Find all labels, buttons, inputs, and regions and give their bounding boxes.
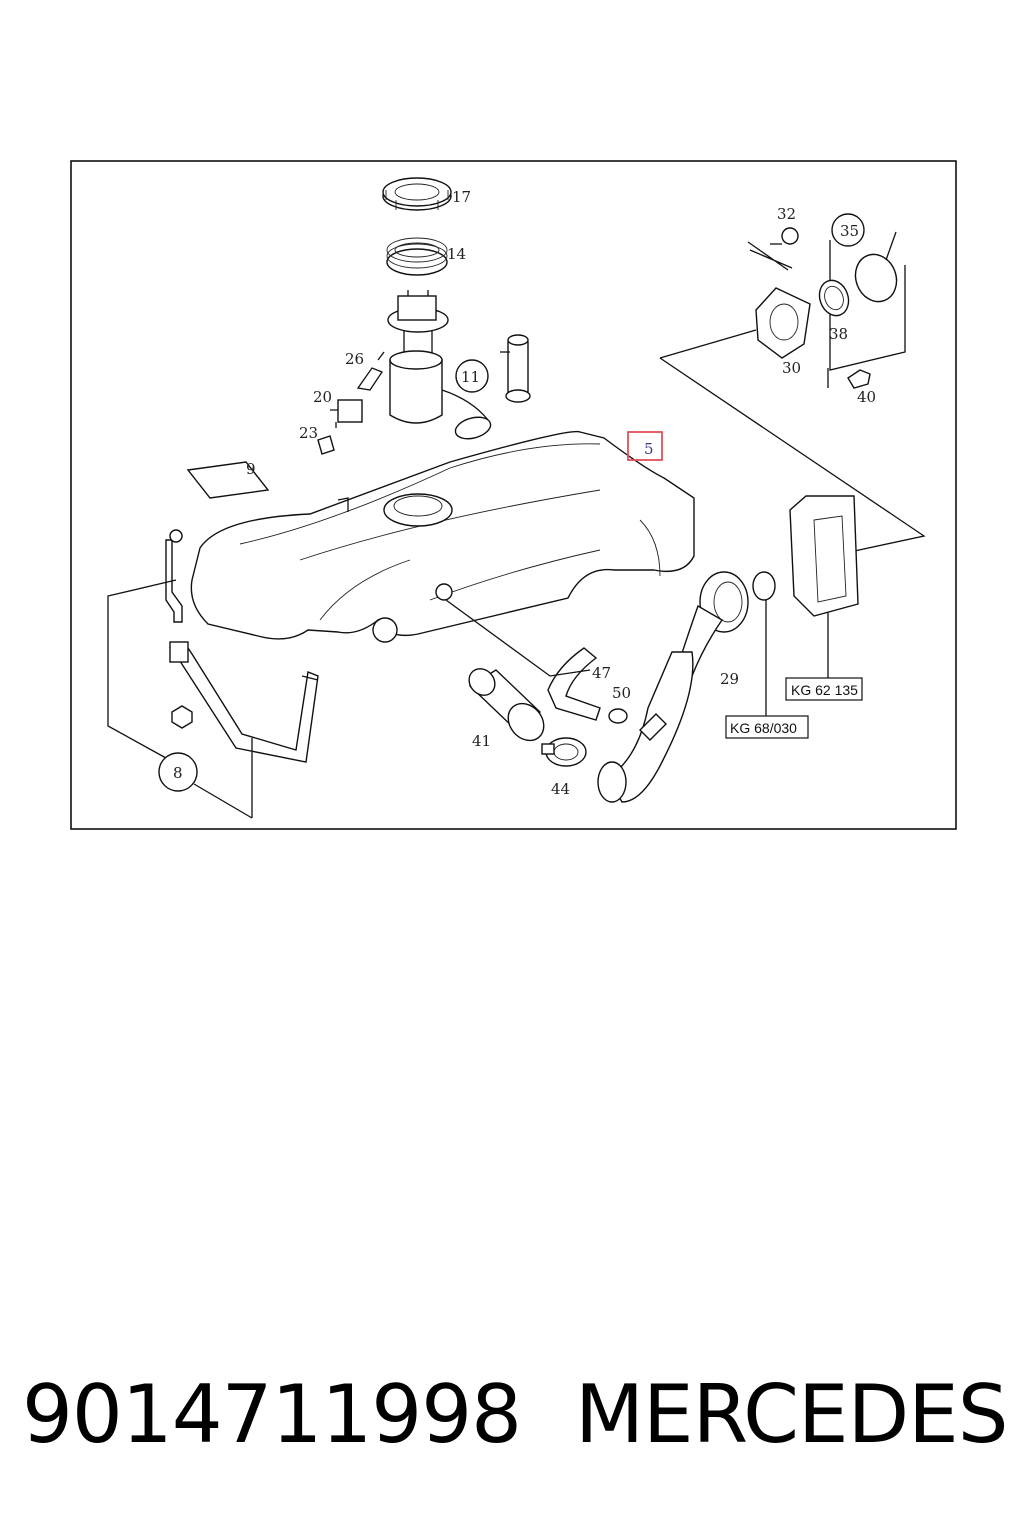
ref-box-kg62 (785, 677, 863, 701)
leader-47 (445, 599, 591, 677)
callout-44: 44 (551, 780, 570, 798)
pump-cartridge-part (500, 334, 531, 403)
clamp-50-part (608, 708, 628, 724)
callout-40: 40 (857, 388, 876, 406)
plug-part (317, 435, 335, 455)
callout-35: 35 (840, 222, 859, 240)
ref-box-kg68 (725, 715, 809, 739)
filler-neck-part (597, 571, 749, 803)
callout-17: 17 (452, 188, 471, 206)
washer-part (752, 571, 776, 601)
seal-ring-part (386, 237, 448, 276)
diagram-frame (70, 160, 957, 830)
leader-lines-cap (747, 240, 906, 388)
callout-circle-8 (158, 752, 198, 792)
filler-flange-part (755, 287, 811, 359)
cap-seal-part (818, 279, 850, 317)
callout-38: 38 (829, 325, 848, 343)
fuel-pump-module-part (387, 290, 492, 440)
fuel-tank-exploded-diagram: 17 14 11 26 20 23 9 (70, 160, 957, 830)
callout-32: 32 (777, 205, 796, 223)
part-number: 9014711998 (22, 1368, 522, 1461)
fuel-cap-part (854, 231, 898, 303)
lock-ring-part (382, 177, 452, 211)
leader-8 (107, 579, 253, 819)
pad-part (186, 461, 270, 499)
connector-part (330, 399, 363, 428)
brand-name: MERCEDES (575, 1368, 1009, 1461)
callout-26: 26 (345, 350, 364, 368)
callout-29: 29 (720, 670, 739, 688)
tank-strap-part (165, 529, 319, 763)
wire-clip-part (356, 351, 385, 391)
callout-23: 23 (299, 424, 318, 442)
sleeve-41-part (468, 668, 545, 742)
callout-50: 50 (612, 684, 631, 702)
callout-8: 8 (173, 764, 183, 782)
clamp-44-part (541, 737, 587, 767)
callout-5: 5 (644, 440, 654, 458)
fuel-tank-part (190, 430, 695, 643)
bolt-part (770, 227, 799, 245)
callout-11: 11 (461, 368, 480, 386)
hose-47-part (547, 647, 601, 721)
ref-kg68: KG 68/030 (730, 720, 797, 736)
callout-30: 30 (782, 359, 801, 377)
footer: 9014711998 MERCEDES (0, 1360, 1024, 1470)
ref-kg62: KG 62 135 (791, 682, 858, 698)
callout-14: 14 (447, 245, 466, 263)
callout-circle-35 (831, 213, 865, 247)
callout-47: 47 (592, 664, 611, 682)
callout-41: 41 (472, 732, 491, 750)
callout-20: 20 (313, 388, 332, 406)
highlight-box (627, 431, 663, 461)
clip-40-part (847, 369, 871, 389)
callout-9: 9 (246, 460, 256, 478)
filler-flap-housing-part (789, 495, 859, 617)
